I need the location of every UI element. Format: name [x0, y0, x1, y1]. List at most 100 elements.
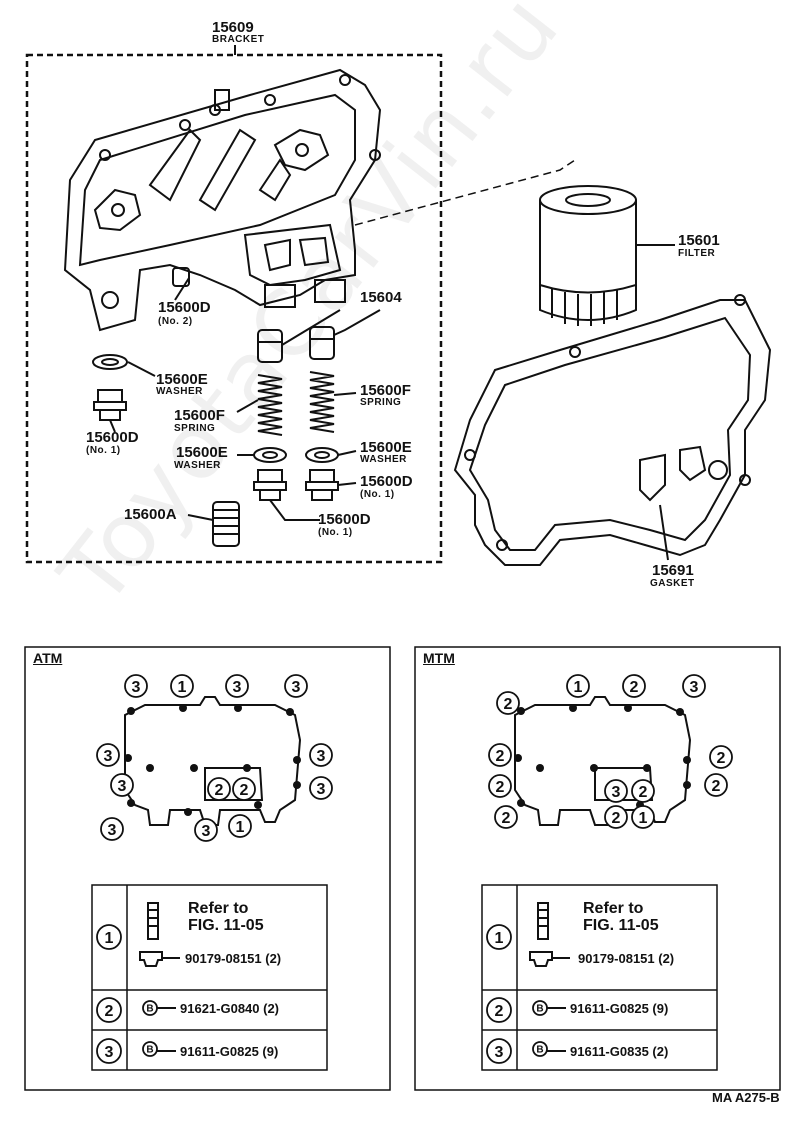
atm-row3-number: 3 — [96, 1038, 122, 1064]
svg-text:B: B — [536, 1045, 543, 1056]
atm-marker-8: 3 — [309, 776, 333, 800]
mtm-row2-part: 91611-G0825 (9) — [570, 1001, 669, 1016]
part-name-washer-center-left: WASHER — [174, 460, 221, 471]
svg-text:1: 1 — [574, 679, 583, 696]
mtm-marker-11: 2 — [631, 779, 655, 803]
svg-text:B: B — [146, 1045, 153, 1056]
part-note-plug-no2: (No. 2) — [158, 316, 193, 327]
atm-marker-7: 3 — [110, 773, 134, 797]
atm-row2-part: 91621-G0840 (2) — [180, 1001, 280, 1016]
svg-text:3: 3 — [105, 1044, 114, 1061]
spring-left-drawing — [257, 374, 283, 436]
svg-text:3: 3 — [132, 679, 141, 696]
svg-text:2: 2 — [495, 1003, 504, 1020]
svg-text:2: 2 — [240, 782, 249, 799]
part-number-filter: 15601 — [678, 232, 720, 249]
atm-marker-2: 1 — [170, 674, 194, 698]
svg-text:1: 1 — [495, 930, 504, 947]
svg-text:3: 3 — [612, 784, 621, 801]
part-name-filter: FILTER — [678, 248, 716, 259]
part-note-plug-left: (No. 1) — [86, 445, 121, 456]
mtm-row3-b-mark: B — [532, 1041, 548, 1057]
mtm-row1-number: 1 — [486, 924, 512, 950]
part-note-plug-bottom: (No. 1) — [318, 527, 353, 538]
mtm-row3-number: 3 — [486, 1038, 512, 1064]
mtm-marker-7: 2 — [488, 774, 512, 798]
part-number-washer-center-right: 15600E — [360, 439, 412, 456]
atm-marker-3: 3 — [225, 674, 249, 698]
atm-row3-part: 91611-G0825 (9) — [180, 1044, 279, 1059]
svg-text:2: 2 — [717, 750, 726, 767]
spring-right-drawing — [309, 371, 335, 433]
atm-marker-4: 3 — [284, 674, 308, 698]
atm-marker-12: 3 — [194, 818, 218, 842]
svg-text:3: 3 — [233, 679, 242, 696]
svg-text:1: 1 — [105, 930, 114, 947]
part-number-plug-left: 15600D — [86, 429, 139, 446]
atm-refer-text: Refer to — [188, 900, 249, 917]
mtm-marker-10: 3 — [604, 779, 628, 803]
mtm-row1-part: 90179-08151 (2) — [578, 951, 675, 966]
part-number-washer-left: 15600E — [156, 371, 208, 388]
mtm-marker-5: 2 — [488, 743, 512, 767]
part-name-gasket: GASKET — [650, 578, 695, 589]
atm-row1-part: 90179-08151 (2) — [185, 951, 282, 966]
part-name-washer-left: WASHER — [156, 386, 203, 397]
svg-text:2: 2 — [630, 679, 639, 696]
atm-panel-title: ATM — [33, 650, 63, 666]
atm-marker-1: 3 — [124, 674, 148, 698]
svg-text:2: 2 — [502, 810, 511, 827]
svg-text:2: 2 — [496, 779, 505, 796]
part-number-plug-no2: 15600D — [158, 299, 211, 316]
svg-text:2: 2 — [105, 1003, 114, 1020]
mtm-row2-number: 2 — [486, 997, 512, 1023]
svg-text:2: 2 — [215, 782, 224, 799]
atm-row3-b-mark: B — [142, 1041, 158, 1057]
part-number-gasket: 15691 — [652, 562, 694, 579]
mtm-panel-title: MTM — [423, 650, 455, 666]
atm-refer-fig: FIG. 11-05 — [188, 917, 264, 934]
mtm-marker-8: 2 — [704, 773, 728, 797]
svg-text:3: 3 — [317, 781, 326, 798]
mtm-marker-6: 2 — [709, 745, 733, 769]
svg-text:3: 3 — [108, 822, 117, 839]
atm-marker-9: 2 — [207, 777, 231, 801]
part-number-valve: 15604 — [360, 289, 402, 306]
svg-text:1: 1 — [178, 679, 187, 696]
part-name-washer-center-right: WASHER — [360, 454, 407, 465]
atm-marker-5: 3 — [96, 743, 120, 767]
svg-text:B: B — [536, 1004, 543, 1015]
svg-text:2: 2 — [639, 784, 648, 801]
mtm-marker-4: 3 — [682, 674, 706, 698]
svg-text:3: 3 — [104, 748, 113, 765]
svg-text:B: B — [146, 1004, 153, 1015]
oil-filter-drawing — [539, 185, 675, 326]
part-number-spring-right: 15600F — [360, 382, 411, 399]
atm-row1-number: 1 — [96, 924, 122, 950]
svg-text:1: 1 — [236, 819, 245, 836]
part-number-pipe: 15600A — [124, 506, 177, 523]
svg-text:2: 2 — [712, 778, 721, 795]
part-name-spring-left: SPRING — [174, 423, 216, 434]
mtm-row2-b-mark: B — [532, 1000, 548, 1016]
atm-panel-frame — [24, 646, 391, 1091]
svg-text:1: 1 — [639, 810, 648, 827]
mtm-marker-13: 1 — [631, 805, 655, 829]
mtm-refer-fig: FIG. 11-05 — [583, 917, 659, 934]
svg-text:2: 2 — [612, 810, 621, 827]
part-number-spring-left: 15600F — [174, 407, 225, 424]
atm-row2-number: 2 — [96, 997, 122, 1023]
svg-text:3: 3 — [118, 778, 127, 795]
part-number-plug-bottom: 15600D — [318, 511, 371, 528]
part-number-washer-center-left: 15600E — [176, 444, 228, 461]
mtm-marker-3: 2 — [622, 674, 646, 698]
atm-marker-6: 3 — [309, 743, 333, 767]
mtm-marker-1: 2 — [496, 691, 520, 715]
mtm-row3-part: 91611-G0835 (2) — [570, 1044, 669, 1059]
part-name-bracket: BRACKET — [212, 34, 265, 45]
svg-text:3: 3 — [495, 1044, 504, 1061]
